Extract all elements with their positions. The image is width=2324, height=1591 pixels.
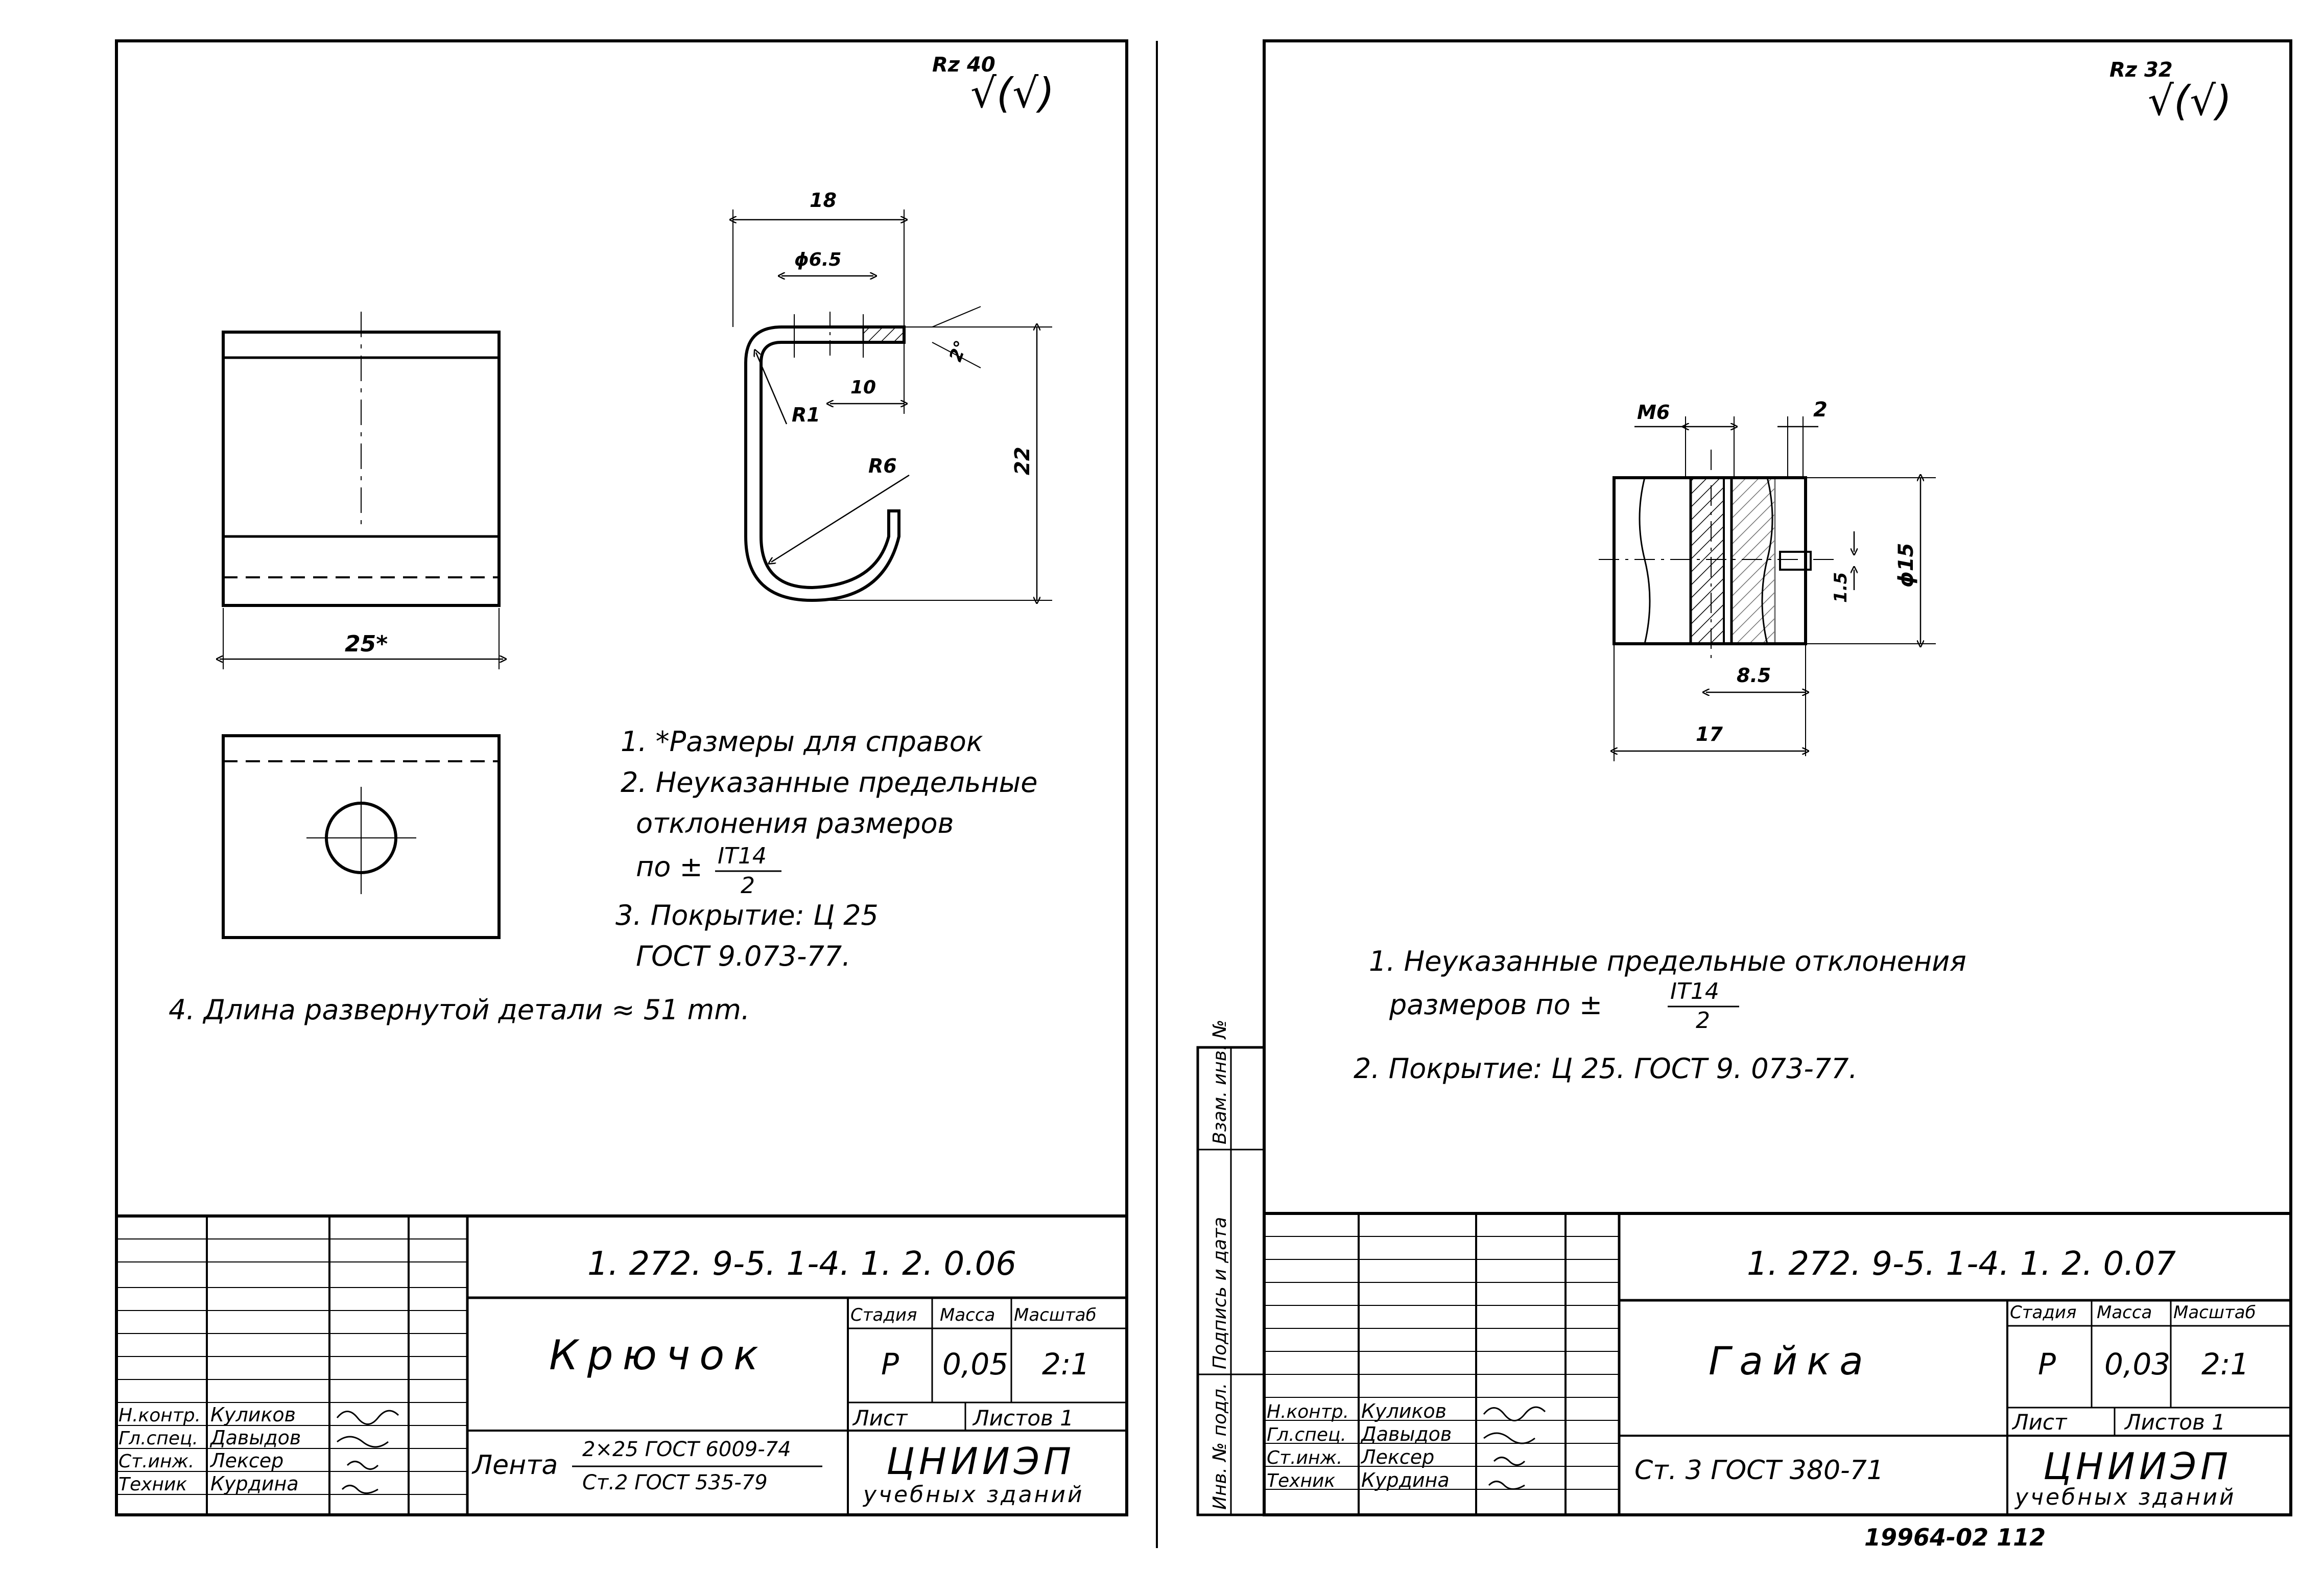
dim-height: 22 xyxy=(1011,447,1034,475)
right-col-stage: Стадия xyxy=(2010,1302,2076,1323)
left-note-2c: по ± xyxy=(636,851,703,883)
right-col-scale: Масштаб xyxy=(2173,1302,2256,1323)
dim-d17: 17 xyxy=(1696,723,1723,745)
right-signatures xyxy=(1483,1406,1546,1490)
right-name-1: Давыдов xyxy=(1360,1423,1452,1445)
right-part-name: Гайка xyxy=(1709,1338,1872,1384)
dim-angle: 2° xyxy=(945,338,971,364)
dim-thread: M6 xyxy=(1637,401,1670,424)
right-roughness-symbol: √(√) xyxy=(2148,77,2232,125)
right-title-block: 1. 272. 9-5. 1-4. 1. 2. 0.07 Гайка Стади… xyxy=(1263,1212,2292,1516)
right-sheets-label: Листов 1 xyxy=(2124,1410,2225,1435)
left-designation: 1. 272. 9-5. 1-4. 1. 2. 0.06 xyxy=(587,1245,1016,1283)
dim-slot: 1.5 xyxy=(1831,572,1851,603)
left-note-3b: ГОСТ 9.073-77. xyxy=(636,940,850,972)
dim-r1: R1 xyxy=(792,404,820,426)
right-name-0: Куликов xyxy=(1361,1400,1446,1422)
left-scale: 2:1 xyxy=(1042,1347,1089,1382)
left-role-1: Гл.спец. xyxy=(118,1428,198,1449)
left-sheet-label: Лист xyxy=(852,1406,908,1431)
right-name-3: Курдина xyxy=(1361,1469,1450,1491)
left-col-scale: Масштаб xyxy=(1014,1305,1097,1325)
dim-hole: ϕ6.5 xyxy=(794,249,841,270)
left-name-1: Давыдов xyxy=(209,1426,301,1449)
left-notes: 1. *Размеры для справок 2. Неуказанные п… xyxy=(169,726,1038,1026)
dim-ten: 10 xyxy=(850,377,876,398)
right-org: ЦНИИЭП xyxy=(2043,1445,2232,1488)
left-note-1: 1. *Размеры для справок xyxy=(621,726,983,758)
left-material-label: Лента xyxy=(471,1450,558,1481)
right-org-sub: учебных зданий xyxy=(2014,1484,2236,1510)
left-note-2b: отклонения размеров xyxy=(636,807,954,839)
left-col-stage: Стадия xyxy=(850,1305,917,1325)
left-note-4: 4. Длина развернутой детали ≈ 51 mm. xyxy=(169,994,750,1026)
side-label-0: Взам. инв. № xyxy=(1210,1020,1230,1144)
dim-two: 2 xyxy=(1813,398,1828,422)
left-sheet: Rz 40 √(√) 25* xyxy=(115,39,1128,1516)
dim-d15: ϕ15 xyxy=(1894,543,1918,588)
right-role-1: Гл.спец. xyxy=(1267,1424,1346,1445)
right-name-2: Лексер xyxy=(1360,1446,1434,1468)
nut-view: M6 2 ϕ15 1.5 8.5 17 xyxy=(1599,398,1936,761)
left-material-bottom: Ст.2 ГОСТ 535-79 xyxy=(582,1471,768,1494)
left-title-block: 1. 272. 9-5. 1-4. 1. 2. 0.06 Крючок Стад… xyxy=(115,1214,1128,1516)
right-mass: 0,03 xyxy=(2104,1347,2170,1382)
left-tol-den: 2 xyxy=(741,873,755,899)
right-frame xyxy=(1263,39,2292,1516)
left-role-0: Н.контр. xyxy=(118,1405,201,1426)
left-front-view: 25* xyxy=(220,312,503,669)
right-note-2: 2. Покрытие: Ц 25. ГОСТ 9. 073-77. xyxy=(1354,1052,1858,1085)
left-name-2: Лексер xyxy=(209,1449,283,1472)
right-material: Ст. 3 ГОСТ 380-71 xyxy=(1634,1455,1884,1486)
right-sheet-label: Лист xyxy=(2011,1410,2068,1435)
left-mass: 0,05 xyxy=(942,1347,1008,1382)
left-roughness-symbol: √(√) xyxy=(970,69,1054,117)
hook-view: 18 ϕ6.5 10 R1 R6 22 2° xyxy=(733,189,1052,600)
left-role-3: Техник xyxy=(118,1474,187,1495)
right-stage: Р xyxy=(2038,1347,2056,1382)
right-roughness-label: Rz 32 xyxy=(2109,58,2173,82)
side-label-1: Подпись и дата xyxy=(1210,1217,1230,1369)
right-col-mass: Масса xyxy=(2097,1302,2152,1323)
right-tol-den: 2 xyxy=(1696,1008,1710,1034)
left-col-mass: Масса xyxy=(940,1305,995,1325)
left-top-view xyxy=(222,734,501,939)
left-name-0: Куликов xyxy=(210,1403,296,1426)
left-name-3: Курдина xyxy=(210,1472,299,1495)
left-stage: Р xyxy=(881,1347,899,1382)
left-org-sub: учебных зданий xyxy=(862,1482,1084,1508)
right-role-2: Ст.инж. xyxy=(1267,1447,1342,1468)
right-notes: 1. Неуказанные предельные отклонения раз… xyxy=(1354,945,1966,1085)
right-note-1: 1. Неуказанные предельные отклонения xyxy=(1369,945,1966,977)
footer-code: 19964-02 112 xyxy=(1864,1524,2046,1551)
left-tol-num: IT14 xyxy=(718,843,767,869)
right-note-1b: размеров по ± xyxy=(1389,989,1602,1021)
left-roughness-label: Rz 40 xyxy=(932,53,995,77)
dim-base: 25* xyxy=(345,631,388,657)
side-stamp: Взам. инв. № Подпись и дата Инв. № подл. xyxy=(1196,1020,1266,1516)
dim-d85: 8.5 xyxy=(1737,664,1771,687)
dim-r6: R6 xyxy=(868,455,897,477)
right-tol-num: IT14 xyxy=(1670,978,1719,1004)
dim-width-top: 18 xyxy=(810,189,837,212)
right-scale: 2:1 xyxy=(2201,1347,2249,1382)
right-role-0: Н.контр. xyxy=(1267,1401,1349,1422)
left-material-top: 2×25 ГОСТ 6009-74 xyxy=(582,1438,791,1461)
left-signatures xyxy=(336,1410,399,1494)
right-role-3: Техник xyxy=(1267,1470,1335,1491)
left-sheets-label: Листов 1 xyxy=(972,1406,1074,1431)
left-part-name: Крючок xyxy=(549,1331,767,1379)
right-designation: 1. 272. 9-5. 1-4. 1. 2. 0.07 xyxy=(1747,1245,2176,1283)
right-sheet: Взам. инв. № Подпись и дата Инв. № подл.… xyxy=(1196,39,2292,1551)
left-role-2: Ст.инж. xyxy=(118,1451,194,1472)
left-note-3: 3. Покрытие: Ц 25 xyxy=(615,899,879,931)
side-label-2: Инв. № подл. xyxy=(1210,1383,1230,1510)
left-note-2: 2. Неуказанные предельные xyxy=(621,766,1038,799)
left-org: ЦНИИЭП xyxy=(886,1440,1075,1483)
